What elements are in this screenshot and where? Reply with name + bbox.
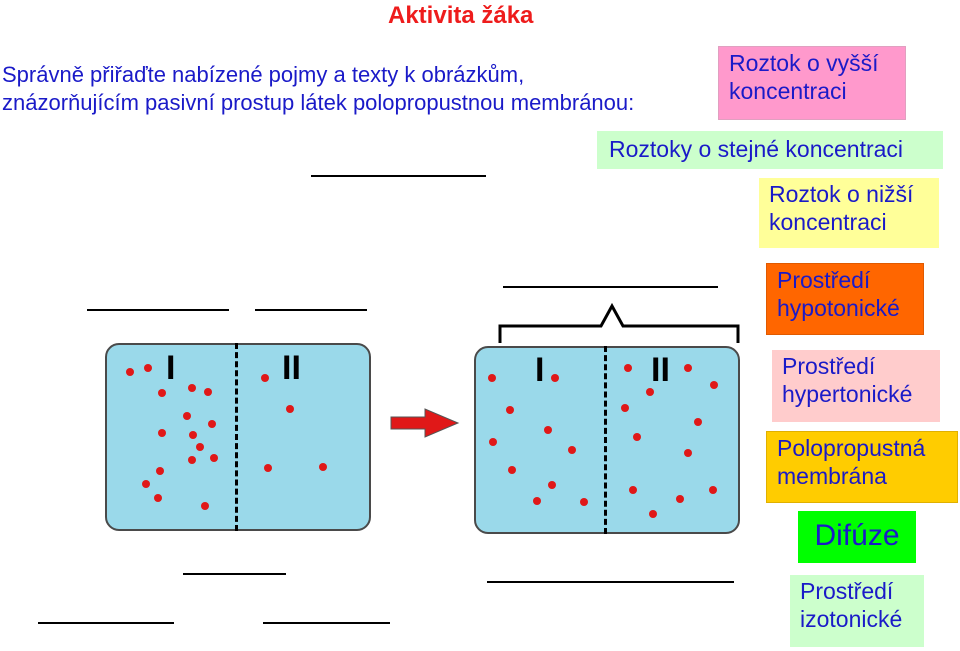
process-arrow-icon	[390, 408, 460, 438]
answer-blank-top[interactable]	[311, 175, 486, 177]
particle	[684, 449, 692, 457]
particle	[264, 464, 272, 472]
particle	[629, 486, 637, 494]
compartment-label-ii-after: II	[651, 351, 670, 389]
term-diffusion[interactable]: Difúze	[798, 511, 916, 563]
particle	[709, 486, 717, 494]
particle	[533, 497, 541, 505]
membrane-before	[235, 343, 238, 531]
membrane-after	[604, 346, 607, 534]
term-isotonic[interactable]: Prostředí izotonické	[790, 575, 924, 647]
particle	[156, 467, 164, 475]
compartment-label-ii-before: II	[282, 349, 301, 387]
answer-blank-membrane[interactable]	[183, 573, 286, 575]
answer-blank-bottom-right[interactable]	[487, 581, 734, 583]
particle	[649, 510, 657, 518]
beaker-after	[474, 346, 740, 534]
particle	[188, 456, 196, 464]
answer-blank-bottom-left-2[interactable]	[263, 622, 390, 624]
particle	[710, 381, 718, 389]
particle	[126, 368, 134, 376]
particle	[286, 405, 294, 413]
particle	[676, 495, 684, 503]
particle	[489, 438, 497, 446]
compartment-label-i-before: I	[166, 349, 176, 387]
particle	[544, 426, 552, 434]
particle	[154, 494, 162, 502]
particle	[196, 443, 204, 451]
particle	[646, 388, 654, 396]
particle	[568, 446, 576, 454]
particle	[189, 431, 197, 439]
particle	[694, 418, 702, 426]
term-lower-concentration[interactable]: Roztok o nižší koncentraci	[759, 178, 939, 248]
answer-blank-right-top[interactable]	[503, 286, 718, 288]
particle	[506, 406, 514, 414]
particle	[633, 433, 641, 441]
answer-blank-bottom-left-1[interactable]	[38, 622, 174, 624]
term-hypotonic[interactable]: Prostředí hypotonické	[766, 263, 924, 335]
activity-title: Aktivita žáka	[388, 2, 534, 29]
particle	[624, 364, 632, 372]
brace-icon	[498, 302, 740, 343]
answer-blank-left-2[interactable]	[255, 309, 367, 311]
particle	[158, 389, 166, 397]
particle	[210, 454, 218, 462]
particle	[261, 374, 269, 382]
particle	[188, 384, 196, 392]
particle	[621, 404, 629, 412]
term-higher-concentration[interactable]: Roztok o vyšší koncentraci	[718, 46, 906, 120]
particle	[208, 420, 216, 428]
particle	[183, 412, 191, 420]
term-equal-concentration[interactable]: Roztoky o stejné koncentraci	[597, 131, 943, 169]
particle	[580, 498, 588, 506]
particle	[204, 388, 212, 396]
particle	[551, 374, 559, 382]
beaker-before	[105, 343, 371, 531]
instruction-text: Správně přiřaďte nabízené pojmy a texty …	[2, 62, 635, 115]
particle	[319, 463, 327, 471]
particle	[488, 374, 496, 382]
compartment-label-i-after: I	[535, 351, 545, 389]
particle	[158, 429, 166, 437]
particle	[508, 466, 516, 474]
particle	[548, 481, 556, 489]
term-semipermeable-membrane[interactable]: Polopropustná membrána	[766, 431, 958, 503]
particle	[201, 502, 209, 510]
term-hypertonic[interactable]: Prostředí hypertonické	[772, 350, 940, 422]
particle	[142, 480, 150, 488]
particle	[144, 364, 152, 372]
particle	[684, 364, 692, 372]
answer-blank-left-1[interactable]	[87, 309, 229, 311]
